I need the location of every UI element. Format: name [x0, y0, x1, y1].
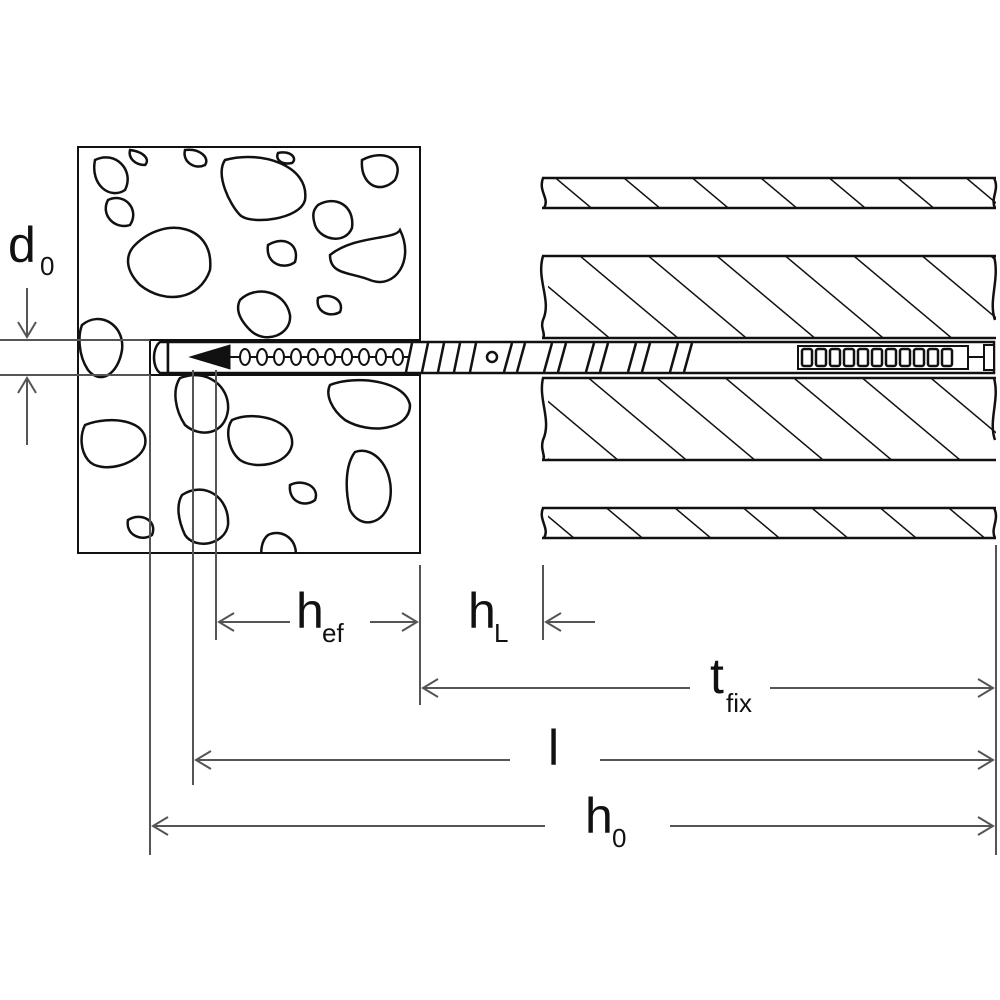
plug-ribs	[239, 348, 404, 366]
l-arrowhead-left	[194, 750, 212, 770]
fixture-material	[539, 176, 998, 540]
hef-label-sub: ef	[322, 618, 344, 648]
screw-thread	[404, 342, 694, 373]
aggregate-stones	[78, 148, 412, 553]
tfix-label-sub: fix	[726, 688, 752, 718]
fixture-layer-bottom	[542, 506, 996, 540]
d0-label-sub: 0	[40, 251, 54, 281]
hef-label-main: h	[296, 583, 324, 639]
dimension-lines	[0, 288, 997, 855]
hl-label-main: h	[468, 583, 496, 639]
hef-arrowhead-left	[217, 612, 235, 632]
fixture-layer-lower	[542, 376, 996, 462]
tfix-arrowhead-right	[977, 678, 995, 698]
dimension-labels: d 0 h ef h L t fix l h 0	[8, 217, 752, 853]
h0-arrowhead-left	[151, 816, 169, 836]
hl-label-sub: L	[494, 618, 508, 648]
h0-arrowhead-right	[977, 816, 995, 836]
tfix-label-main: t	[710, 648, 724, 704]
d0-label-main: d	[8, 217, 36, 273]
d0-arrowhead-top	[17, 321, 37, 339]
tfix-arrowhead-left	[421, 678, 439, 698]
hef-arrowhead-right	[401, 612, 419, 632]
anchor-plug	[152, 340, 996, 375]
l-label-main: l	[548, 720, 559, 776]
h0-label-main: h	[585, 788, 613, 844]
fixture-layer-top	[542, 176, 996, 210]
hl-arrowhead	[544, 612, 562, 632]
fixture-layer-upper	[542, 254, 996, 340]
d0-arrowhead-bottom	[17, 376, 37, 394]
l-arrowhead-right	[977, 750, 995, 770]
h0-label-sub: 0	[612, 823, 626, 853]
screw-head	[797, 344, 995, 371]
